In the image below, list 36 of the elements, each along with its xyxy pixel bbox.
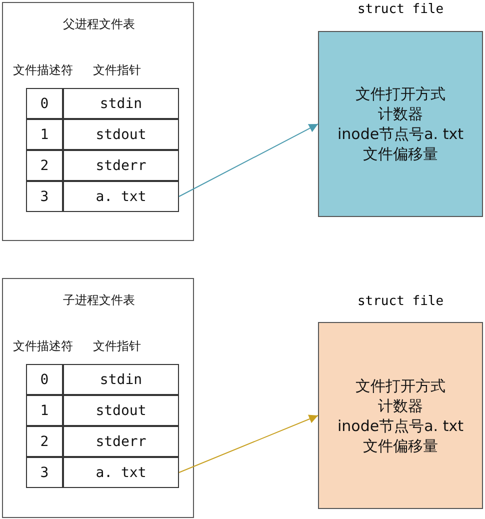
column-header: 文件描述符 <box>13 338 73 355</box>
table-cell: 1 <box>26 119 63 150</box>
field-text: 计数器 <box>378 104 423 124</box>
field-text: 文件偏移量 <box>363 436 438 456</box>
table-cell: stdout <box>62 119 179 150</box>
arrow <box>178 124 318 197</box>
field-text: inode节点号a. txt <box>338 416 464 436</box>
field-text: 文件打开方式 <box>356 376 446 396</box>
struct-heading: struct file <box>357 2 444 17</box>
table-cell: a. txt <box>62 457 179 488</box>
field-text: 文件打开方式 <box>356 84 446 104</box>
arrow <box>178 414 318 473</box>
table-cell: 0 <box>26 88 63 119</box>
table-title: 子进程文件表 <box>62 292 136 309</box>
process-file-table <box>2 278 194 518</box>
field-text: 文件偏移量 <box>363 144 438 164</box>
table-cell: 2 <box>26 150 63 181</box>
table-cell: stderr <box>62 426 179 457</box>
table-cell: 0 <box>26 364 63 395</box>
table-cell: 3 <box>26 181 63 212</box>
column-header: 文件描述符 <box>13 62 73 79</box>
table-cell: a. txt <box>62 181 179 212</box>
table-cell: 2 <box>26 426 63 457</box>
table-cell: stdout <box>62 395 179 426</box>
struct-heading: struct file <box>357 294 444 309</box>
field-text: 计数器 <box>378 396 423 416</box>
column-header: 文件指针 <box>93 62 141 79</box>
table-cell: stdin <box>62 364 179 395</box>
table-cell: 3 <box>26 457 63 488</box>
table-title: 父进程文件表 <box>62 16 136 33</box>
column-header: 文件指针 <box>93 338 141 355</box>
process-file-table <box>2 2 194 241</box>
table-cell: stdin <box>62 88 179 119</box>
table-cell: stderr <box>62 150 179 181</box>
table-cell: 1 <box>26 395 63 426</box>
field-text: inode节点号a. txt <box>338 124 464 144</box>
